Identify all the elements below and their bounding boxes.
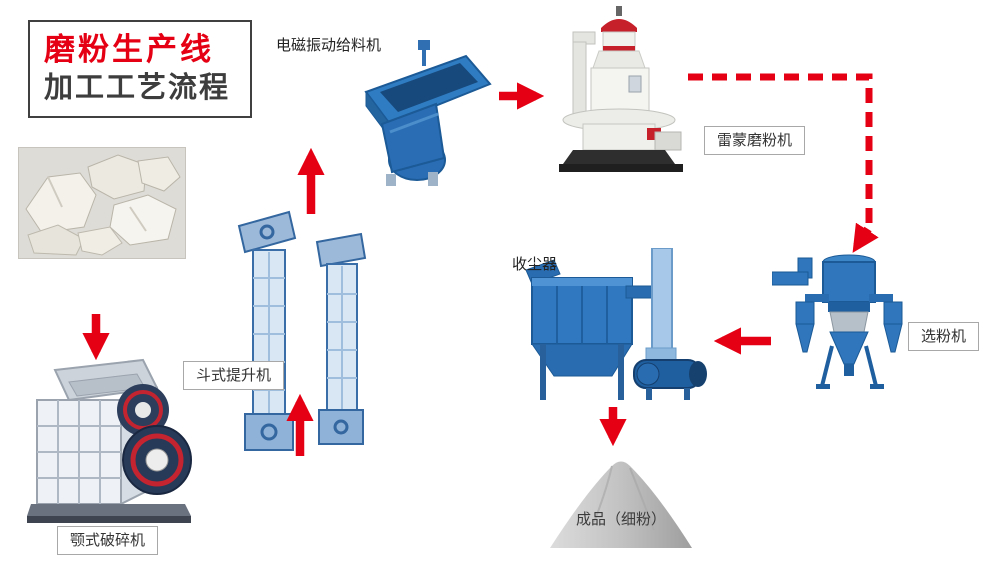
jaw-crusher-image [25, 358, 195, 526]
label-raymond-mill: 雷蒙磨粉机 [704, 126, 806, 155]
title-box: 磨粉生产线 加工工艺流程 [28, 20, 252, 118]
product-label: 成品（细粉） [575, 510, 666, 528]
product-pile-image [546, 452, 696, 552]
label-classifier: 选粉机 [908, 322, 980, 351]
title-line-2: 加工工艺流程 [44, 69, 231, 104]
vibrating-feeder-image [338, 40, 496, 192]
label-vibrating-feeder: 电磁振动给料机 [276, 36, 382, 54]
label-bucket-elevator: 斗式提升机 [183, 361, 285, 390]
dust-collector-image [526, 248, 716, 406]
arrow-into-classifier [852, 222, 879, 253]
label-dust-collector: 收尘器 [512, 255, 558, 273]
classifier-image [772, 248, 928, 393]
raw-material-photo [18, 147, 186, 259]
title-line-1: 磨粉生产线 [44, 32, 214, 68]
raymond-mill-image [543, 6, 695, 182]
label-jaw-crusher: 颚式破碎机 [57, 526, 159, 555]
bucket-elevator-image [233, 208, 381, 460]
